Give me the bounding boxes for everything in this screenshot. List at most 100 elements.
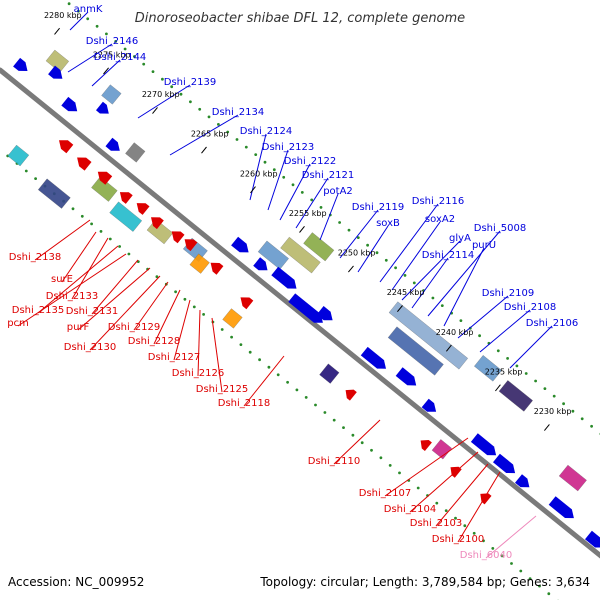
forward-gene-label-9: potA2 xyxy=(323,186,353,197)
track-dot-outer xyxy=(506,357,509,360)
forward-gene-label-20: Dshi_2106 xyxy=(526,318,578,329)
track-dot-inner xyxy=(379,456,383,460)
reverse-gene-label-11-leader xyxy=(197,309,201,377)
forward-gene-label-9-leader xyxy=(319,193,339,241)
forward-gene-label-12: Dshi_2116 xyxy=(412,196,464,207)
track-dot-outer xyxy=(403,274,407,277)
reverse-gene-label-6-leader xyxy=(77,267,151,331)
track-dot-outer xyxy=(356,236,360,240)
forward-gene-arrow-5 xyxy=(231,236,249,253)
reverse-gene-arrow-8 xyxy=(210,262,224,275)
forward-gene-label-3-leader xyxy=(137,84,191,119)
forward-gene-label-4-leader xyxy=(169,114,239,156)
forward-gene-label-18-leader xyxy=(457,295,509,339)
track-dot-outer xyxy=(105,32,108,36)
reverse-gene-label-14: Dshi_2110 xyxy=(308,456,360,467)
forward-gene-label-18: Dshi_2109 xyxy=(482,288,534,299)
track-dot-outer xyxy=(207,115,211,119)
reverse-gene-arrow-7 xyxy=(184,239,198,252)
kbp-tick-label: 2275 kbp xyxy=(93,51,131,60)
track-dot-inner xyxy=(314,403,317,407)
track-dot-inner xyxy=(519,569,523,573)
track-dot-inner xyxy=(230,335,234,339)
forward-gene-arrow-10 xyxy=(360,346,386,369)
forward-gene-label-0-leader xyxy=(69,11,89,31)
kbp-tick-mark xyxy=(103,67,109,75)
track-dot-inner xyxy=(444,509,448,512)
kbp-tick-label: 2235 kbp xyxy=(485,367,523,376)
genome-backbone xyxy=(0,67,600,559)
reverse-gene-label-8: Dshi_2129 xyxy=(108,322,160,333)
track-dot-inner xyxy=(398,471,401,475)
forward-gene-arrow-15 xyxy=(515,474,530,488)
forward-gene-label-13: soxA2 xyxy=(425,214,455,225)
track-dot-outer xyxy=(67,2,71,6)
reverse-gene-arrow-4 xyxy=(136,203,150,215)
track-dot-inner xyxy=(482,539,485,543)
track-dot-outer xyxy=(272,168,276,172)
kbp-tick-mark xyxy=(54,27,60,35)
track-dot-outer xyxy=(86,17,90,21)
reverse-gene-label-7: Dshi_2130 xyxy=(64,342,116,353)
reverse-gene-arrow-2 xyxy=(97,171,113,185)
kbp-tick-label: 2255 kbp xyxy=(289,209,327,218)
comparison-block-15 xyxy=(109,201,143,232)
track-dot-outer xyxy=(142,62,146,66)
kbp-tick-mark xyxy=(495,384,501,392)
track-dot-inner xyxy=(360,441,364,445)
forward-gene-arrow-9 xyxy=(316,306,333,321)
forward-gene-arrow-3 xyxy=(96,101,109,114)
track-dot-inner xyxy=(323,411,327,414)
kbp-tick-mark xyxy=(348,265,354,273)
reverse-gene-label-2-leader xyxy=(71,237,109,300)
track-dot-inner xyxy=(351,433,355,437)
track-dot-inner xyxy=(258,358,261,362)
track-dot-inner xyxy=(435,501,439,505)
forward-gene-arrow-17 xyxy=(585,530,600,548)
track-dot-outer xyxy=(151,70,155,73)
genome-summary-text: Topology: circular; Length: 3,789,584 bp… xyxy=(259,575,590,589)
comparison-block-13 xyxy=(37,178,71,209)
forward-gene-label-15-leader xyxy=(411,257,449,309)
track-dot-outer xyxy=(319,206,323,209)
track-dot-outer xyxy=(300,191,304,194)
forward-gene-label-20-leader xyxy=(509,325,553,369)
track-dot-inner xyxy=(295,388,299,392)
track-dot-inner xyxy=(220,328,224,331)
reverse-gene-label-9: Dshi_2128 xyxy=(128,336,180,347)
forward-gene-label-16: Dshi_5008 xyxy=(474,223,526,234)
track-dot-inner xyxy=(472,531,476,535)
track-dot-outer xyxy=(347,228,351,232)
comparison-block-21 xyxy=(431,439,452,460)
kbp-tick-label: 2245 kbp xyxy=(387,288,425,297)
forward-gene-label-8-leader xyxy=(295,177,329,229)
track-dot-inner xyxy=(538,584,541,588)
forward-gene-label-2-leader xyxy=(91,59,121,87)
track-dot-outer xyxy=(123,47,127,51)
track-dot-outer xyxy=(478,334,481,338)
comparison-block-10 xyxy=(558,464,587,492)
track-dot-outer xyxy=(114,40,118,43)
track-dot-outer xyxy=(366,243,369,247)
forward-gene-label-19-leader xyxy=(479,309,531,353)
forward-gene-label-19: Dshi_2108 xyxy=(504,302,556,313)
forward-gene-arrow-0 xyxy=(13,57,28,71)
forward-gene-arrow-7 xyxy=(271,266,297,289)
forward-gene-label-5-leader xyxy=(249,133,267,201)
track-dot-outer xyxy=(552,394,556,398)
track-dot-inner xyxy=(454,516,457,520)
track-dot-inner xyxy=(276,373,280,377)
track-dot-inner xyxy=(80,214,84,218)
comparison-block-2 xyxy=(125,142,146,163)
track-dot-inner xyxy=(510,562,513,565)
forward-gene-label-14-leader xyxy=(401,240,461,301)
track-dot-outer xyxy=(310,198,314,202)
comparison-blocks-layer xyxy=(7,49,587,492)
reverse-gene-label-15-leader xyxy=(384,437,469,497)
track-dot-outer xyxy=(161,77,164,81)
kbp-tick-mark xyxy=(397,305,403,313)
track-dot-inner xyxy=(547,592,551,596)
reverse-gene-label-18: Dshi_2100 xyxy=(432,534,484,545)
